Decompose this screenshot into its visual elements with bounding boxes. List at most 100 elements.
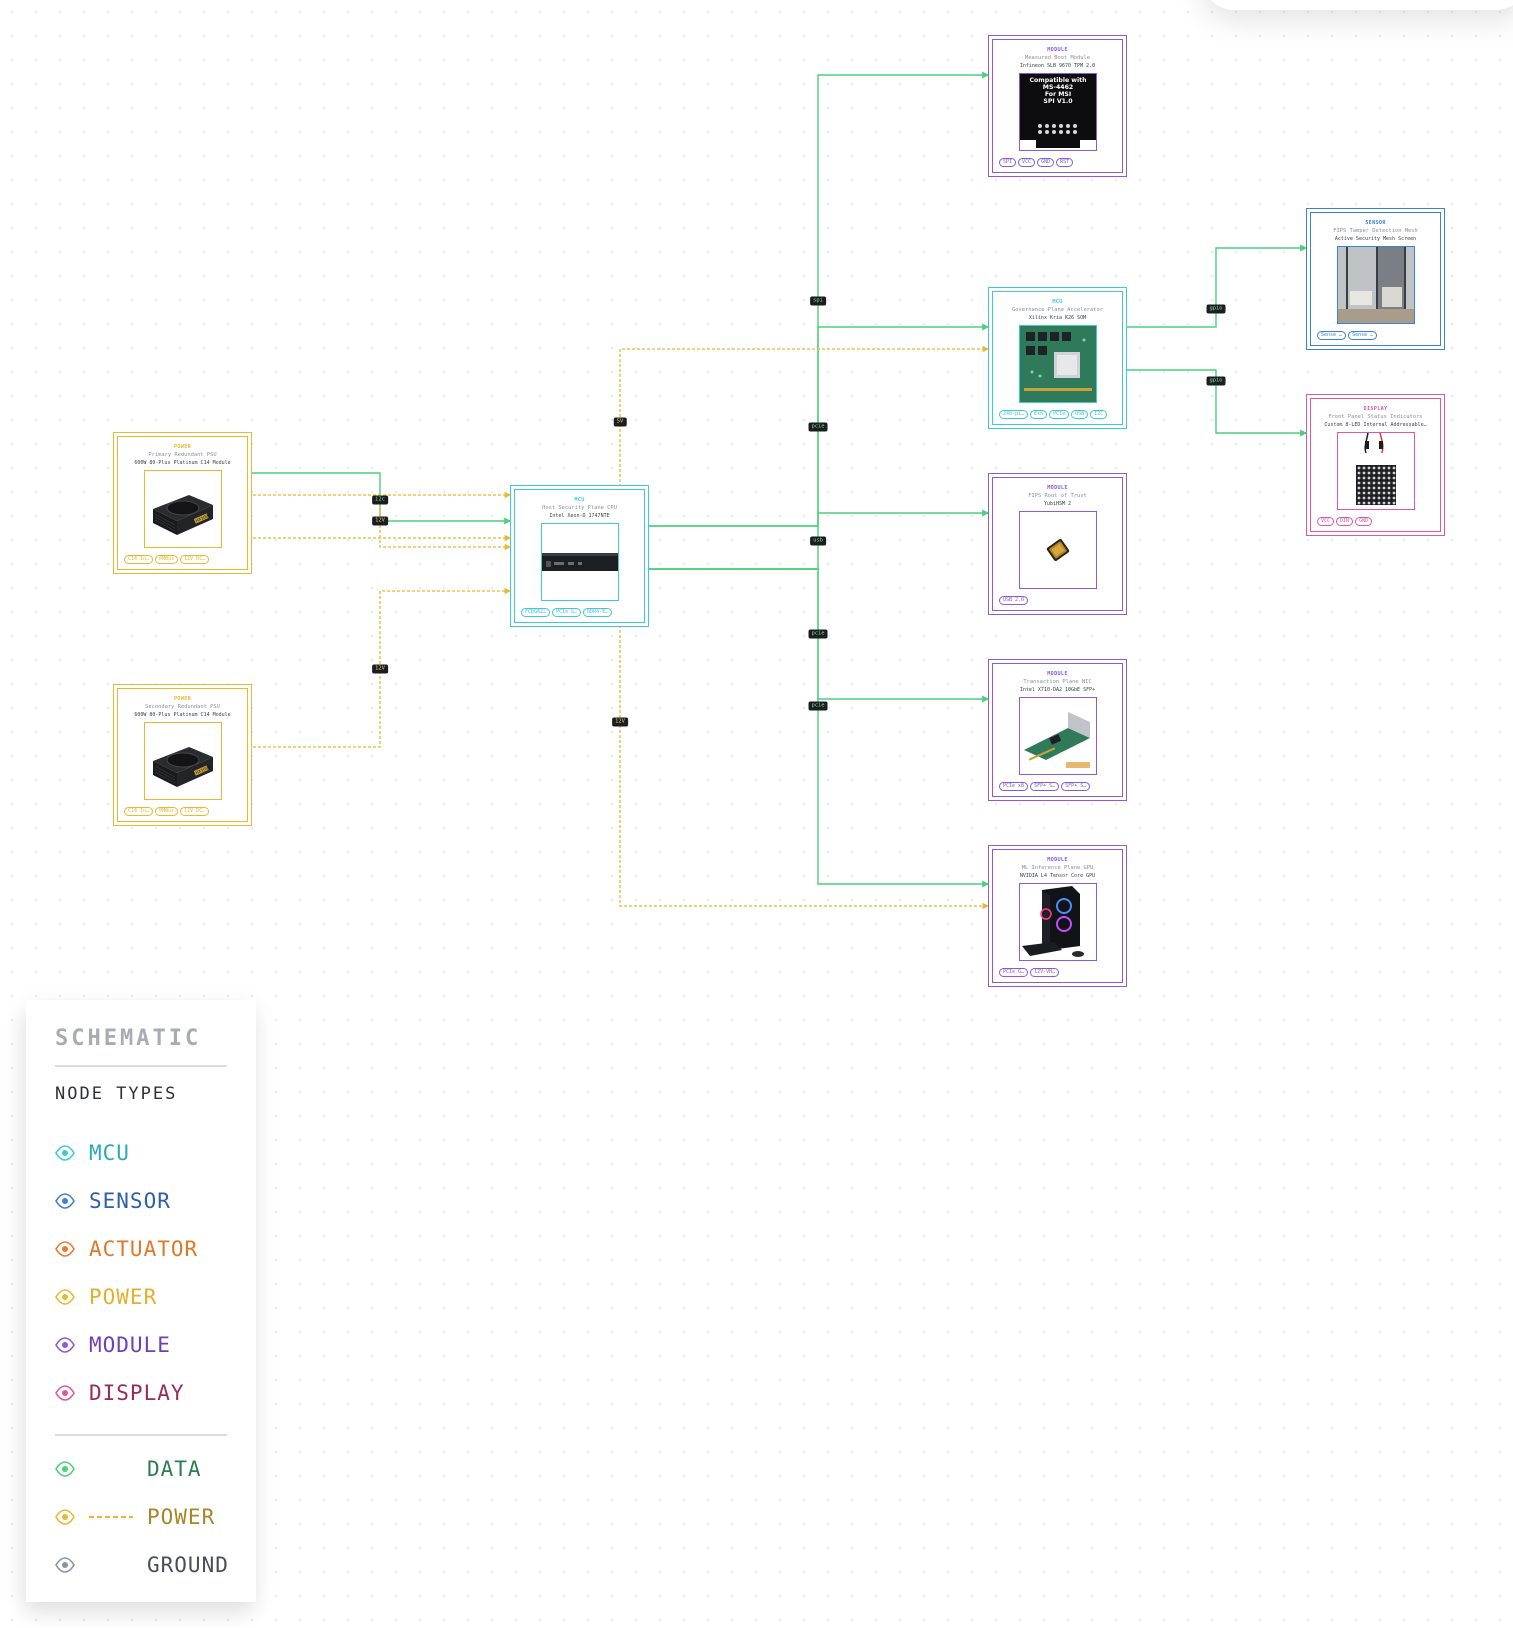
legend-label: POWER bbox=[89, 1285, 158, 1309]
pin-list: SPI VCC GND RST bbox=[999, 158, 1074, 167]
node-part: Custom 8-LED Internal Addressable… bbox=[1324, 422, 1427, 428]
tpm-text-line: MS-4462 bbox=[1042, 84, 1072, 91]
legend-toggle-ground-wire[interactable]: GROUND bbox=[55, 1552, 229, 1578]
led-dot bbox=[1392, 471, 1395, 475]
eye-icon bbox=[55, 1509, 75, 1525]
pin[interactable]: USB bbox=[1071, 410, 1089, 419]
pin[interactable]: SPI bbox=[999, 158, 1017, 167]
led-dot bbox=[1382, 501, 1385, 505]
node-type: POWER bbox=[173, 696, 192, 702]
pin[interactable]: Sense … bbox=[1348, 331, 1378, 340]
led-dot bbox=[1367, 496, 1370, 500]
node-type: MODULE bbox=[1047, 47, 1068, 53]
pin[interactable]: 12V DC… bbox=[180, 555, 210, 564]
led-dot bbox=[1387, 476, 1390, 480]
eye-icon bbox=[55, 1337, 75, 1353]
legend-toggle-display[interactable]: DISPLAY bbox=[55, 1380, 185, 1406]
pin[interactable]: VCC bbox=[1018, 158, 1036, 167]
legend-label: DATA bbox=[147, 1457, 202, 1481]
pin[interactable]: RST bbox=[1056, 158, 1074, 167]
pin[interactable]: FCBGA2… bbox=[521, 608, 551, 617]
pin[interactable]: 12V-VH… bbox=[1030, 968, 1060, 977]
pin[interactable]: PMBus bbox=[155, 807, 179, 816]
eye-icon bbox=[55, 1241, 75, 1257]
led-dot bbox=[1372, 481, 1375, 485]
node-host-cpu[interactable]: MCU Host Security Plane CPU Intel Xeon-D… bbox=[514, 489, 645, 623]
node-image-psu: HX1000 bbox=[143, 470, 222, 548]
node-part: 600W 80-Plus Platinum C14 Module bbox=[134, 712, 231, 718]
pin[interactable]: GND bbox=[1355, 517, 1373, 526]
node-part: 600W 80-Plus Platinum C14 Module bbox=[134, 460, 231, 466]
led-dot bbox=[1382, 481, 1385, 485]
wire-label-gpio: gpio bbox=[1206, 304, 1226, 314]
node-type: MODULE bbox=[1047, 485, 1068, 491]
pin[interactable]: PCIe G… bbox=[552, 608, 582, 617]
pin[interactable]: DDR4-E… bbox=[583, 608, 613, 617]
node-primary-psu[interactable]: POWER Primary Redundant PSU 600W 80-Plus… bbox=[117, 436, 248, 570]
pin[interactable]: SFP+ S… bbox=[1030, 782, 1060, 791]
wire-cpu-gpu-pcie bbox=[646, 568, 990, 888]
legend-toggle-mcu[interactable]: MCU bbox=[55, 1140, 130, 1166]
legend-toggle-data-wire[interactable]: DATA bbox=[55, 1456, 202, 1482]
led-dot bbox=[1387, 491, 1390, 495]
legend-toggle-power-wire[interactable]: POWER bbox=[55, 1504, 215, 1530]
eye-icon bbox=[55, 1145, 75, 1161]
node-image-usb-key bbox=[1018, 511, 1097, 589]
node-tamper-mesh[interactable]: SENSOR FIPS Tamper Detection Mesh Active… bbox=[1310, 212, 1441, 346]
pin[interactable]: Eth bbox=[1030, 410, 1048, 419]
node-governance-accelerator[interactable]: MCU Governance Plane Accelerator Xilinx … bbox=[992, 291, 1123, 425]
led-dot bbox=[1367, 481, 1370, 485]
wire-label-usb: usb bbox=[810, 536, 826, 546]
pin[interactable]: C14 In… bbox=[124, 807, 154, 816]
node-part: Xilinx Kria K26 SOM bbox=[1028, 315, 1087, 321]
node-type: POWER bbox=[173, 444, 192, 450]
legend-subtitle: NODE TYPES bbox=[55, 1084, 178, 1104]
pin[interactable]: 12V DC… bbox=[180, 807, 210, 816]
led-dot bbox=[1382, 476, 1385, 480]
legend-toggle-actuator[interactable]: ACTUATOR bbox=[55, 1236, 198, 1262]
node-ml-inference-gpu[interactable]: MODULE ML Inference Plane GPU NVIDIA L4 … bbox=[992, 849, 1123, 983]
legend-line-sample bbox=[89, 1468, 133, 1470]
node-fips-root-of-trust[interactable]: MODULE FIPS Root of Trust YubiHSM 2 USB … bbox=[992, 477, 1123, 611]
led-dot bbox=[1392, 476, 1395, 480]
wire-label-pcie: pcie bbox=[808, 422, 828, 432]
pin[interactable]: 240-pi… bbox=[999, 410, 1029, 419]
node-image-server bbox=[540, 523, 619, 601]
legend-divider bbox=[55, 1434, 227, 1436]
pin[interactable]: PCIe G… bbox=[999, 968, 1029, 977]
pin[interactable]: C14 In… bbox=[124, 555, 154, 564]
node-part: Infineon SLB 9670 TPM 2.0 bbox=[1019, 63, 1096, 69]
wire-label-pcie: pcie bbox=[808, 701, 828, 711]
led-dot bbox=[1377, 476, 1380, 480]
pin[interactable]: USB 2.0 bbox=[999, 596, 1029, 605]
pin[interactable]: SFP+ S… bbox=[1061, 782, 1091, 791]
legend-label: ACTUATOR bbox=[89, 1237, 199, 1261]
pin[interactable]: DIN bbox=[1336, 517, 1354, 526]
node-secondary-psu[interactable]: POWER Secondary Redundant PSU 600W 80-Pl… bbox=[117, 688, 248, 822]
pin[interactable]: I2C bbox=[1090, 410, 1108, 419]
legend-toggle-sensor[interactable]: SENSOR bbox=[55, 1188, 171, 1214]
pin[interactable]: GND bbox=[1037, 158, 1055, 167]
pin-list: FCBGA2… PCIe G… DDR4-E… bbox=[521, 608, 613, 617]
pin[interactable]: PCIe x8 bbox=[999, 782, 1029, 791]
led-dot bbox=[1357, 466, 1360, 470]
led-dot bbox=[1362, 496, 1365, 500]
eye-icon bbox=[55, 1289, 75, 1305]
led-dot bbox=[1357, 481, 1360, 485]
legend-toggle-power[interactable]: POWER bbox=[55, 1284, 157, 1310]
legend-toggle-module[interactable]: MODULE bbox=[55, 1332, 171, 1358]
led-dot bbox=[1387, 471, 1390, 475]
pin[interactable]: PCIe bbox=[1049, 410, 1070, 419]
led-dot bbox=[1377, 481, 1380, 485]
node-transaction-nic[interactable]: MODULE Transaction Plane NIC Intel X710-… bbox=[992, 663, 1123, 797]
node-measured-boot-module[interactable]: MODULE Measured Boot Module Infineon SLB… bbox=[992, 39, 1123, 173]
led-dot bbox=[1362, 476, 1365, 480]
pin[interactable]: Sense … bbox=[1317, 331, 1347, 340]
node-front-panel-indicators[interactable]: DISPLAY Front Panel Status Indicators Cu… bbox=[1310, 398, 1441, 532]
node-name: FIPS Root of Trust bbox=[1028, 493, 1087, 499]
led-dot bbox=[1382, 466, 1385, 470]
pin[interactable]: VCC bbox=[1317, 517, 1335, 526]
legend-title: SCHEMATIC bbox=[55, 1026, 202, 1051]
pin[interactable]: PMBus bbox=[155, 555, 179, 564]
